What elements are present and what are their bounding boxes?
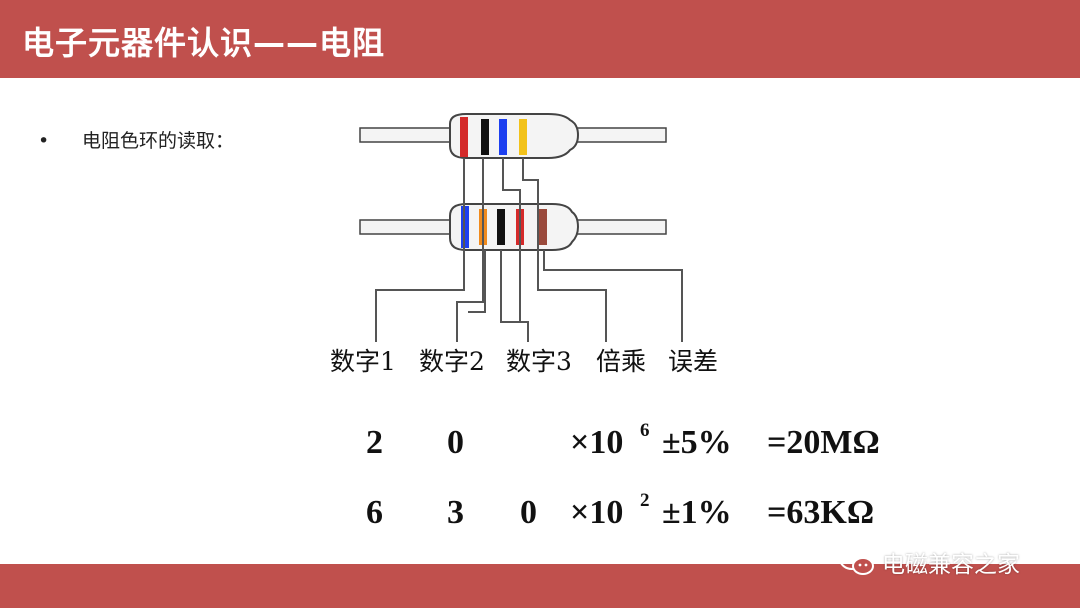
resistor-bottom bbox=[359, 203, 667, 251]
resistor-body-bottom bbox=[449, 203, 580, 251]
slide-title: 电子元器件认识——电阻 bbox=[22, 24, 386, 62]
title-bar: 电子元器件认识——电阻 bbox=[0, 0, 1080, 78]
resistor-body-top bbox=[449, 113, 580, 159]
wechat-icon bbox=[839, 548, 874, 575]
example1-result: =20MΩ bbox=[767, 424, 880, 461]
connector-digit2-bottom bbox=[468, 250, 486, 313]
example1-multiplier: ×10 bbox=[570, 424, 623, 461]
band-bottom-3 bbox=[497, 209, 505, 245]
connector-digit1 bbox=[375, 158, 465, 342]
label-tolerance: 误差 bbox=[668, 347, 718, 376]
example1-tolerance: ±5% bbox=[662, 424, 732, 461]
band-top-1 bbox=[460, 117, 468, 157]
example2-digit2: 3 bbox=[447, 494, 464, 531]
band-top-3 bbox=[499, 119, 507, 155]
connector-lines bbox=[375, 158, 683, 342]
example2-digit3: 0 bbox=[520, 494, 537, 531]
example1-digit1: 2 bbox=[366, 424, 383, 461]
watermark-text: 电磁兼容之家 bbox=[882, 552, 1020, 578]
bullet-text: 电阻色环的读取： bbox=[82, 130, 235, 152]
connector-tolerance bbox=[543, 250, 683, 342]
example2-digit1: 6 bbox=[366, 494, 383, 531]
band-bottom-5 bbox=[539, 209, 547, 245]
band-top-4 bbox=[519, 119, 527, 155]
bullet-dot: • bbox=[38, 130, 50, 152]
example1-digit2: 0 bbox=[447, 424, 464, 461]
label-digit1: 数字1 bbox=[330, 347, 396, 376]
bullet-item: • 电阻色环的读取： bbox=[38, 126, 234, 153]
connector-multiplier bbox=[522, 158, 607, 342]
resistor-top bbox=[359, 113, 667, 159]
example-row-1: 2 0 ×10 6 ±5% =20MΩ bbox=[366, 420, 880, 461]
example1-exponent: 6 bbox=[640, 420, 650, 441]
connector-digit3-bottom bbox=[500, 250, 520, 323]
example2-exponent: 2 bbox=[640, 490, 650, 511]
label-digit2: 数字2 bbox=[419, 347, 485, 376]
connector-digit2 bbox=[456, 158, 484, 342]
connector-digit3 bbox=[502, 158, 529, 342]
example2-tolerance: ±1% bbox=[662, 494, 732, 531]
watermark: 电磁兼容之家 bbox=[838, 545, 1020, 579]
example-row-2: 6 3 0 ×10 2 ±1% =63KΩ bbox=[366, 490, 874, 531]
label-multiplier: 倍乘 bbox=[596, 347, 646, 376]
example2-multiplier: ×10 bbox=[570, 494, 623, 531]
example2-result: =63KΩ bbox=[767, 494, 874, 531]
band-top-2 bbox=[481, 119, 489, 155]
label-digit3: 数字3 bbox=[506, 347, 572, 376]
footer-bar bbox=[0, 564, 1080, 608]
